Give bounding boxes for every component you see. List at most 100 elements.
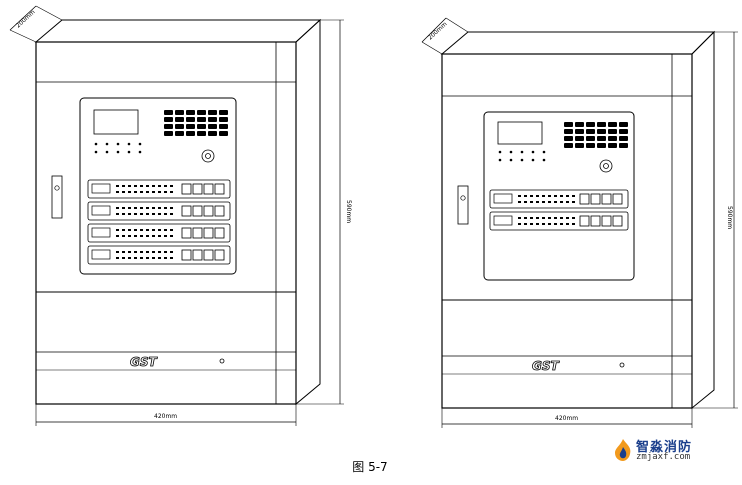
indicator-led bbox=[105, 142, 109, 146]
loop-board bbox=[87, 179, 231, 199]
loop-key bbox=[612, 215, 623, 227]
loop-led bbox=[158, 213, 161, 215]
keypad-key bbox=[597, 143, 606, 148]
indicator-led bbox=[94, 142, 98, 146]
loop-led bbox=[158, 207, 161, 209]
loop-led bbox=[572, 223, 575, 225]
loop-led bbox=[524, 195, 527, 197]
keypad-key bbox=[175, 124, 184, 129]
keypad-key bbox=[564, 129, 573, 134]
loop-led bbox=[536, 223, 539, 225]
loop-led bbox=[548, 201, 551, 203]
loop-led bbox=[542, 195, 545, 197]
keypad-key bbox=[197, 124, 206, 129]
cabinet-small: 200mm GST bbox=[421, 17, 738, 428]
loop-led bbox=[560, 217, 563, 219]
loop-led bbox=[560, 201, 563, 203]
loop-key bbox=[579, 193, 590, 205]
loop-key bbox=[590, 193, 601, 205]
loop-led bbox=[542, 223, 545, 225]
brand-logo-small: GST bbox=[532, 359, 559, 373]
loop-led bbox=[554, 223, 557, 225]
loop-led bbox=[134, 207, 137, 209]
loop-led bbox=[140, 235, 143, 237]
door-handle-small bbox=[457, 185, 469, 225]
indicator-led bbox=[542, 150, 546, 154]
loop-led bbox=[140, 257, 143, 259]
loop-led bbox=[122, 251, 125, 253]
loop-led bbox=[164, 229, 167, 231]
keypad-key bbox=[619, 143, 628, 148]
loop-led bbox=[140, 207, 143, 209]
keypad-key bbox=[597, 122, 606, 127]
loop-led bbox=[140, 213, 143, 215]
loop-led bbox=[530, 195, 533, 197]
loop-boards-large bbox=[87, 179, 231, 265]
loop-led bbox=[170, 191, 173, 193]
loop-led bbox=[140, 251, 143, 253]
loop-led bbox=[146, 235, 149, 237]
loop-led bbox=[122, 229, 125, 231]
width-label-small: 420mm bbox=[555, 415, 578, 422]
loop-display bbox=[91, 205, 111, 216]
loop-led bbox=[146, 207, 149, 209]
keypad-key bbox=[186, 131, 195, 136]
loop-led bbox=[116, 191, 119, 193]
loop-led bbox=[116, 229, 119, 231]
loop-led bbox=[152, 185, 155, 187]
keypad-key bbox=[586, 143, 595, 148]
depth-dimension-line-small bbox=[421, 17, 447, 43]
loop-led bbox=[134, 251, 137, 253]
keypad-key bbox=[164, 131, 173, 136]
cabinet-side-face-large bbox=[295, 18, 321, 406]
indicator-dot-small bbox=[619, 362, 625, 368]
loop-led bbox=[122, 191, 125, 193]
keypad-key bbox=[608, 136, 617, 141]
loop-led bbox=[146, 229, 149, 231]
keypad-key bbox=[564, 143, 573, 148]
loop-led bbox=[128, 207, 131, 209]
loop-display bbox=[91, 183, 111, 194]
watermark-name: 智淼消防 bbox=[636, 440, 693, 455]
loop-key bbox=[612, 193, 623, 205]
loop-led bbox=[524, 201, 527, 203]
loop-key bbox=[192, 183, 203, 195]
loop-key bbox=[590, 215, 601, 227]
indicator-led bbox=[138, 142, 142, 146]
loop-led bbox=[548, 217, 551, 219]
loop-led bbox=[518, 217, 521, 219]
loop-led bbox=[164, 185, 167, 187]
keypad-key bbox=[564, 136, 573, 141]
indicator-led bbox=[509, 150, 513, 154]
keypad-key bbox=[564, 122, 573, 127]
loop-led bbox=[572, 195, 575, 197]
loop-led bbox=[164, 213, 167, 215]
control-panel-large bbox=[79, 97, 237, 275]
loop-led bbox=[128, 235, 131, 237]
loop-led bbox=[116, 251, 119, 253]
loop-led bbox=[140, 185, 143, 187]
lcd-screen-small bbox=[497, 121, 543, 145]
loop-led bbox=[152, 213, 155, 215]
keypad-key bbox=[219, 110, 228, 115]
loop-led bbox=[146, 191, 149, 193]
loop-key bbox=[192, 227, 203, 239]
loop-led bbox=[152, 229, 155, 231]
loop-led bbox=[152, 257, 155, 259]
loop-led bbox=[536, 217, 539, 219]
loop-led bbox=[122, 185, 125, 187]
loop-led bbox=[116, 185, 119, 187]
watermark: 智淼消防 zmjaxf.com bbox=[612, 436, 722, 468]
loop-key bbox=[214, 249, 225, 261]
keypad-key bbox=[164, 117, 173, 122]
loop-led bbox=[554, 217, 557, 219]
loop-led bbox=[164, 251, 167, 253]
indicator-led bbox=[116, 150, 120, 154]
loop-led bbox=[122, 257, 125, 259]
keypad-key bbox=[208, 131, 217, 136]
loop-led bbox=[548, 195, 551, 197]
loop-key bbox=[214, 227, 225, 239]
height-label-small: 590mm bbox=[726, 206, 733, 229]
loop-led bbox=[122, 213, 125, 215]
